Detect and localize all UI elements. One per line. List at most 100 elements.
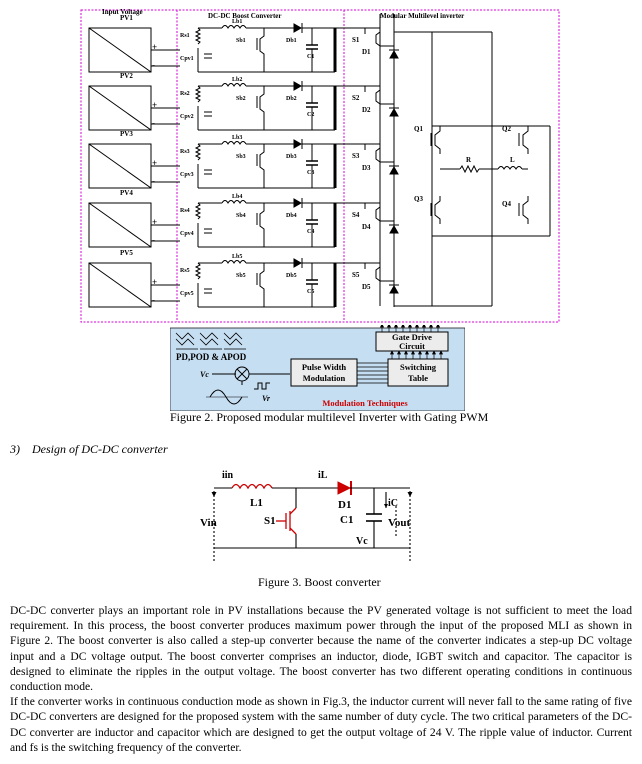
resistor-4 bbox=[194, 202, 202, 220]
section-title: Design of DC-DC converter bbox=[32, 442, 168, 456]
db-label-1: Db1 bbox=[286, 38, 297, 44]
s-label-2: S2 bbox=[352, 94, 360, 102]
carrier-wave-glyph-3 bbox=[223, 332, 243, 346]
db-label-5: Db5 bbox=[286, 273, 297, 279]
mli-switch-2 bbox=[375, 86, 381, 110]
rs-label-1: Rs1 bbox=[180, 33, 190, 39]
pwm-label-2: Modulation bbox=[303, 373, 346, 383]
gate-label-1: Gate Drive bbox=[392, 332, 432, 342]
section-number: 3) bbox=[10, 442, 20, 456]
c-label-1: C1 bbox=[307, 54, 314, 60]
boost-diode-5 bbox=[293, 258, 303, 268]
r-label: R bbox=[466, 156, 472, 164]
vc-cap-label: Vc bbox=[356, 536, 368, 547]
pv-label-2: PV2 bbox=[120, 72, 133, 80]
pv-label-1: PV1 bbox=[120, 14, 133, 22]
resistor-2 bbox=[194, 85, 202, 103]
boost-switch-5 bbox=[259, 263, 265, 307]
sb-label-2: Sb2 bbox=[236, 96, 246, 102]
vc-label: Vc bbox=[200, 370, 209, 379]
hbridge-switch-2 bbox=[522, 126, 529, 154]
sb-label-3: Sb3 bbox=[236, 154, 246, 160]
boost-switch-3 bbox=[259, 144, 265, 188]
inductor-4 bbox=[221, 200, 247, 204]
pwm-block bbox=[290, 358, 358, 387]
hbridge-switch-1 bbox=[434, 126, 441, 154]
pv-plus-5: + bbox=[152, 277, 157, 287]
d-label-2: D2 bbox=[362, 106, 371, 114]
pv-plus-3: + bbox=[152, 158, 157, 168]
resistor-3 bbox=[194, 143, 202, 161]
s-label-5: S5 bbox=[352, 271, 360, 279]
s-label-4: S4 bbox=[352, 211, 360, 219]
carrier-wave-glyph-2 bbox=[199, 332, 219, 346]
d1-label: D1 bbox=[338, 499, 351, 511]
input-voltage-label: Input Voltage bbox=[102, 8, 143, 16]
d-label-5: D5 bbox=[362, 283, 371, 291]
cpv-label-1: Cpv1 bbox=[180, 56, 194, 62]
cpv-label-2: Cpv2 bbox=[180, 114, 194, 120]
ic-label: iC bbox=[388, 498, 398, 509]
rs-label-3: Rs3 bbox=[180, 149, 190, 155]
modulation-techniques-label: Modulation Techniques bbox=[322, 398, 408, 408]
s-label-1: S1 bbox=[352, 36, 360, 44]
rs-label-4: Rs4 bbox=[180, 208, 190, 214]
l-label: L bbox=[510, 156, 515, 164]
switch-s1 bbox=[276, 507, 297, 535]
pwm-label-1: Pulse Width bbox=[302, 362, 347, 372]
figure2-caption: Figure 2. Proposed modular multilevel In… bbox=[170, 410, 489, 424]
hbridge-switch-3 bbox=[434, 196, 441, 224]
q1-label: Q1 bbox=[414, 125, 423, 133]
l1-label: L1 bbox=[250, 497, 263, 509]
lb-label-1: Lb1 bbox=[232, 19, 242, 25]
pd-pod-apod-label: PD,POD & APOD bbox=[176, 352, 247, 362]
s-label-3: S3 bbox=[352, 152, 360, 160]
mli-switch-4 bbox=[375, 203, 381, 227]
inductor-3 bbox=[221, 141, 247, 145]
db-label-4: Db4 bbox=[286, 213, 297, 219]
c-label-4: C4 bbox=[307, 229, 314, 235]
switch-label-2: Table bbox=[408, 373, 428, 383]
mli-switch-5 bbox=[375, 263, 381, 287]
carrier-wave-glyph-1 bbox=[175, 332, 195, 346]
figure2-circuit: Input Voltage DC-DC Boost Converter Modu… bbox=[80, 8, 560, 323]
c-label-5: C5 bbox=[307, 289, 314, 295]
outer-boundary bbox=[80, 9, 560, 323]
pv-label-3: PV3 bbox=[120, 130, 133, 138]
q2-label: Q2 bbox=[502, 125, 511, 133]
iin-label: iin bbox=[222, 470, 234, 481]
s1-label: S1 bbox=[264, 515, 276, 527]
db-label-2: Db2 bbox=[286, 96, 297, 102]
c-label-3: C3 bbox=[307, 170, 314, 176]
diode-d1 bbox=[337, 481, 352, 495]
rs-label-2: Rs2 bbox=[180, 91, 190, 97]
q3-label: Q3 bbox=[414, 195, 423, 203]
mli-switch-3 bbox=[375, 144, 381, 168]
pulse-wave-icon bbox=[254, 382, 270, 390]
body-text: DC-DC converter plays an important role … bbox=[10, 603, 632, 755]
pv-minus-4: - bbox=[152, 235, 155, 245]
inductor-l1 bbox=[231, 483, 273, 490]
pv-plus-1: + bbox=[152, 42, 157, 52]
d-label-3: D3 bbox=[362, 164, 371, 172]
pv-minus-3: - bbox=[152, 176, 155, 186]
q4-label: Q4 bbox=[502, 200, 511, 208]
inductor-2 bbox=[221, 83, 247, 87]
pv-plus-2: + bbox=[152, 100, 157, 110]
switch-label-1: Switching bbox=[400, 362, 437, 372]
il-label: iL bbox=[318, 470, 328, 481]
rs-label-5: Rs5 bbox=[180, 268, 190, 274]
pv-plus-4: + bbox=[152, 217, 157, 227]
sb-label-5: Sb5 bbox=[236, 273, 246, 279]
hbridge-switch-4 bbox=[522, 196, 529, 224]
mli-label: Modular Multilevel inverter bbox=[380, 12, 464, 20]
db-label-3: Db3 bbox=[286, 154, 297, 160]
boost-switch-1 bbox=[259, 28, 265, 72]
boost-diode-1 bbox=[293, 23, 303, 33]
mli-switch-1 bbox=[375, 28, 381, 52]
boost-switch-2 bbox=[259, 86, 265, 130]
vin-label: Vin bbox=[200, 517, 217, 529]
figure2-control: PD,POD & APOD Vc Vr Pulse Width Modulati… bbox=[170, 325, 465, 411]
section-heading: 3) Design of DC-DC converter bbox=[10, 442, 168, 457]
c-label-2: C2 bbox=[307, 112, 314, 118]
